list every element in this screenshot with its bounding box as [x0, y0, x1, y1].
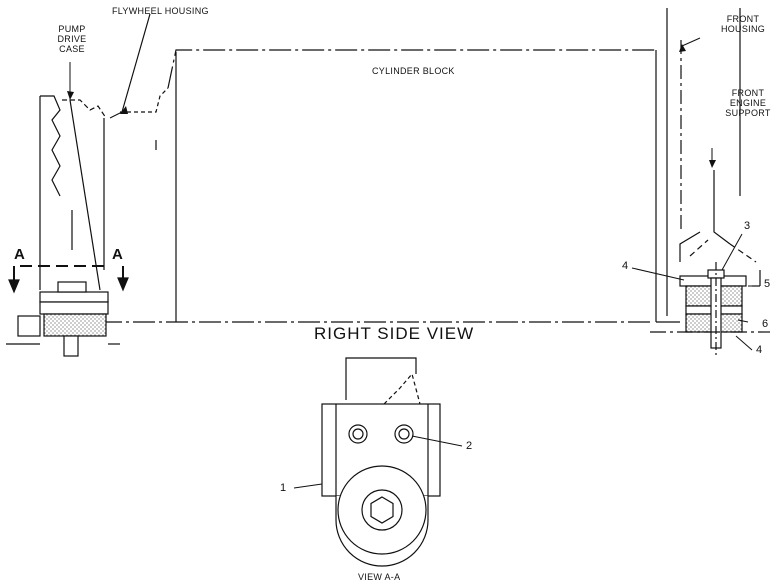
- cylinder-block-outline: [100, 49, 680, 323]
- callout-3: 3: [744, 220, 751, 232]
- housing-leader-arrowhead: [679, 44, 686, 52]
- flywheel-housing-outline: [39, 13, 169, 291]
- front-housing-outline: [666, 8, 757, 316]
- view-aa-bracket: [321, 357, 441, 567]
- callout-4-lower: 4: [756, 344, 763, 356]
- callout-6: 6: [762, 318, 769, 330]
- housing-label-line-1: FRONT: [726, 14, 760, 24]
- callout-5: 5: [764, 278, 771, 290]
- cylinder-block-label: CYLINDER BLOCK: [372, 66, 455, 76]
- pump-drive-case-label: PUMP DRIVE CASE: [52, 24, 92, 54]
- callout-4-upper: 4: [622, 260, 629, 272]
- flywheel-leader-arrowhead: [120, 106, 128, 114]
- callout-2: 2: [466, 440, 473, 452]
- section-arrow-right: [117, 266, 129, 292]
- leader-lines: [109, 111, 753, 489]
- front-engine-mount: [650, 262, 770, 356]
- support-label-line-1: FRONT: [731, 88, 765, 98]
- front-housing-label: FRONT HOUSING: [716, 14, 770, 34]
- pump-label-line-1: PUMP: [58, 24, 86, 34]
- housing-label-line-2: HOUSING: [720, 24, 766, 34]
- pump-label-line-2: DRIVE: [57, 34, 87, 44]
- support-label-line-2: ENGINE: [729, 98, 767, 108]
- section-marker-right: A: [112, 246, 123, 263]
- support-label-line-3: SUPPORT: [725, 108, 771, 118]
- flywheel-housing-label: FLYWHEEL HOUSING: [112, 6, 209, 16]
- rear-engine-mount: [6, 265, 120, 357]
- section-marker-left: A: [14, 246, 25, 263]
- right-side-view-title: RIGHT SIDE VIEW: [314, 324, 475, 343]
- view-aa-label: VIEW A-A: [358, 572, 401, 582]
- section-arrow-left: [8, 266, 20, 294]
- pump-label-line-3: CASE: [59, 44, 85, 54]
- callout-1: 1: [280, 482, 287, 494]
- front-engine-support-label: FRONT ENGINE SUPPORT: [720, 88, 776, 118]
